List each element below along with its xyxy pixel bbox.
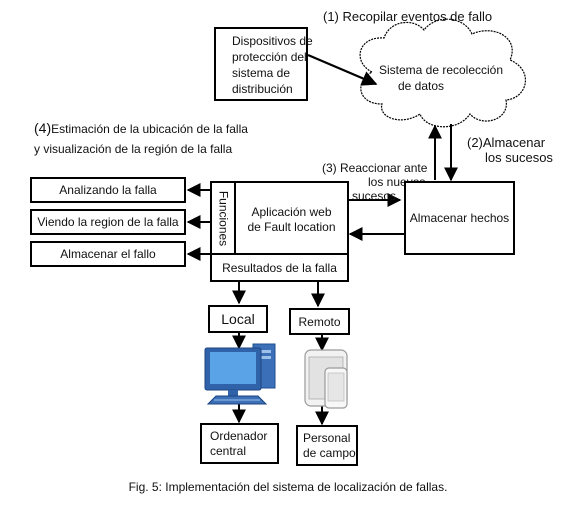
computer-icon — [204, 343, 276, 405]
fault-results-box: Resultados de la falla — [210, 253, 349, 282]
step-1-text: Recopilar eventos de fallo — [342, 9, 493, 24]
step-1-number: (1) — [323, 9, 339, 24]
webapp-line2: de Fault location — [247, 220, 336, 234]
web-application-text: Aplicación web de Fault location — [236, 205, 347, 235]
central-computer-box: Ordenador central — [200, 423, 279, 464]
devices-line1: Dispositivos de — [232, 34, 313, 48]
remote-box: Remoto — [289, 308, 350, 335]
cloud-line1: Sistema de recolección — [378, 63, 504, 77]
local-label: Local — [221, 311, 255, 327]
step-3-line1: Reaccionar ante — [340, 161, 428, 175]
step-4-line2: y visualización de la región de la falla — [34, 142, 233, 156]
step-2-line1: Almacenar — [482, 135, 546, 150]
step-4-line1: Estimación de la ubicación de la falla — [51, 122, 248, 136]
devices-line4: distribución — [232, 82, 293, 96]
step-3-number: (3) — [322, 161, 337, 175]
protection-devices-box: Dispositivos de protección del sistema d… — [214, 27, 313, 101]
central-computer-text: Ordenador central — [210, 429, 267, 459]
step-2-line2: los sucesos — [485, 150, 553, 165]
fault-results-label: Resultados de la falla — [222, 261, 337, 275]
web-application-box: Aplicación web de Fault location — [234, 181, 349, 255]
store-events-label: Almacenar hechos — [409, 211, 510, 225]
step-4-number: (4) — [34, 120, 52, 136]
cloud-shape — [359, 18, 527, 128]
protection-devices-text: Dispositivos de protección del sistema d… — [232, 33, 313, 97]
step-4-label: (4)Estimación de la ubicación de la fall… — [34, 118, 248, 159]
local-box: Local — [208, 305, 268, 333]
webapp-line1: Aplicación web — [251, 205, 332, 219]
step-2-number: (2) — [467, 135, 483, 150]
field-personnel-text: Personal de campo — [303, 431, 356, 461]
output-analyzing-box: Analizando la falla — [30, 177, 186, 203]
field-personnel-box: Personal de campo — [296, 425, 358, 466]
step-2-label: (2)Almacenar los sucesos — [467, 135, 553, 165]
step-1-label: (1) Recopilar eventos de fallo — [323, 9, 492, 24]
central-line2: central — [210, 444, 247, 458]
field-line1: Personal — [303, 431, 351, 445]
output-viewing-region-label: Viendo la region de la falla — [37, 215, 179, 229]
output-viewing-region-box: Viendo la region de la falla — [30, 209, 186, 235]
store-events-box: Almacenar hechos — [404, 181, 515, 255]
central-line1: Ordenador — [210, 429, 268, 443]
field-line2: de campo — [303, 446, 356, 460]
output-analyzing-label: Analizando la falla — [59, 183, 157, 197]
arrow-devices-to-cloud — [307, 53, 378, 86]
devices-line2: protección del — [232, 50, 307, 64]
cloud-line2: de datos — [397, 79, 445, 93]
output-store-fault-box: Almacenar el fallo — [30, 241, 186, 267]
functions-label: Funciones — [216, 190, 231, 247]
data-collection-system-label: Sistema de recolección de datos — [376, 62, 506, 94]
remote-label: Remoto — [298, 315, 341, 329]
step-3-line3: sucesos — [352, 189, 397, 203]
smartphone-icon — [304, 349, 348, 409]
devices-line3: sistema de — [232, 66, 291, 80]
figure-caption: Fig. 5: Implementación del sistema de lo… — [128, 480, 448, 494]
functions-box: Funciones — [210, 181, 236, 255]
output-store-fault-label: Almacenar el fallo — [60, 247, 156, 261]
